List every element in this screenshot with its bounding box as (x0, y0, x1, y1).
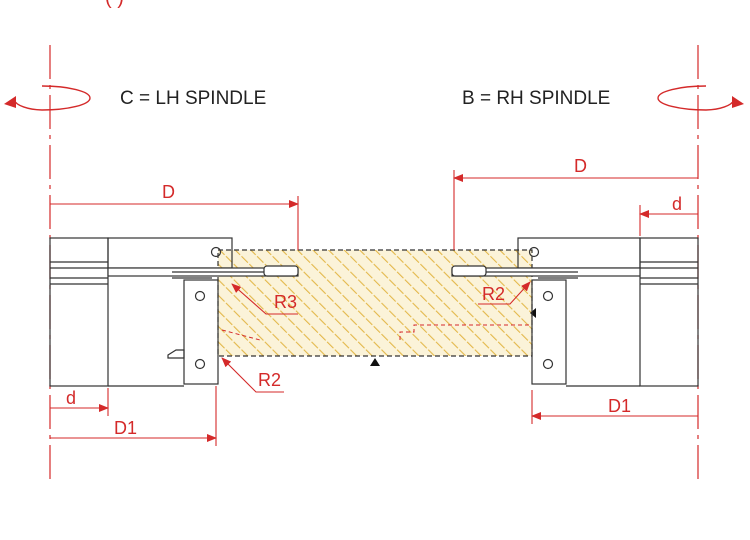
right-spindle-assembly (451, 237, 699, 387)
lh-spindle-label: C = LH SPINDLE (120, 88, 266, 109)
label-R2-left: R2 (258, 370, 281, 390)
label-R3: R3 (274, 292, 297, 312)
rotation-arrow-icon-right (657, 85, 744, 111)
dimension-right-d (639, 205, 698, 236)
label-left-D1: D1 (114, 418, 137, 438)
label-R2-right: R2 (482, 284, 505, 304)
label-right-d: d (672, 194, 682, 214)
label-right-D: D (574, 156, 587, 176)
dimension-right-D (453, 170, 698, 250)
label-left-D: D (162, 182, 175, 202)
callout-R3 (231, 283, 298, 315)
title-fragment: ( ) (105, 0, 124, 9)
callout-R2-right (478, 281, 531, 305)
dimension-left-D1 (50, 386, 217, 446)
dimension-left-d (50, 388, 109, 416)
rotation-arrow-icon-left (4, 85, 91, 111)
dimension-right-D1 (531, 390, 698, 424)
label-right-D1: D1 (608, 396, 631, 416)
dimension-left-D (50, 196, 299, 250)
rh-spindle-label: B = RH SPINDLE (462, 88, 610, 109)
callout-R2-left (221, 357, 284, 393)
left-spindle-assembly (49, 237, 299, 387)
label-left-d: d (66, 388, 76, 408)
